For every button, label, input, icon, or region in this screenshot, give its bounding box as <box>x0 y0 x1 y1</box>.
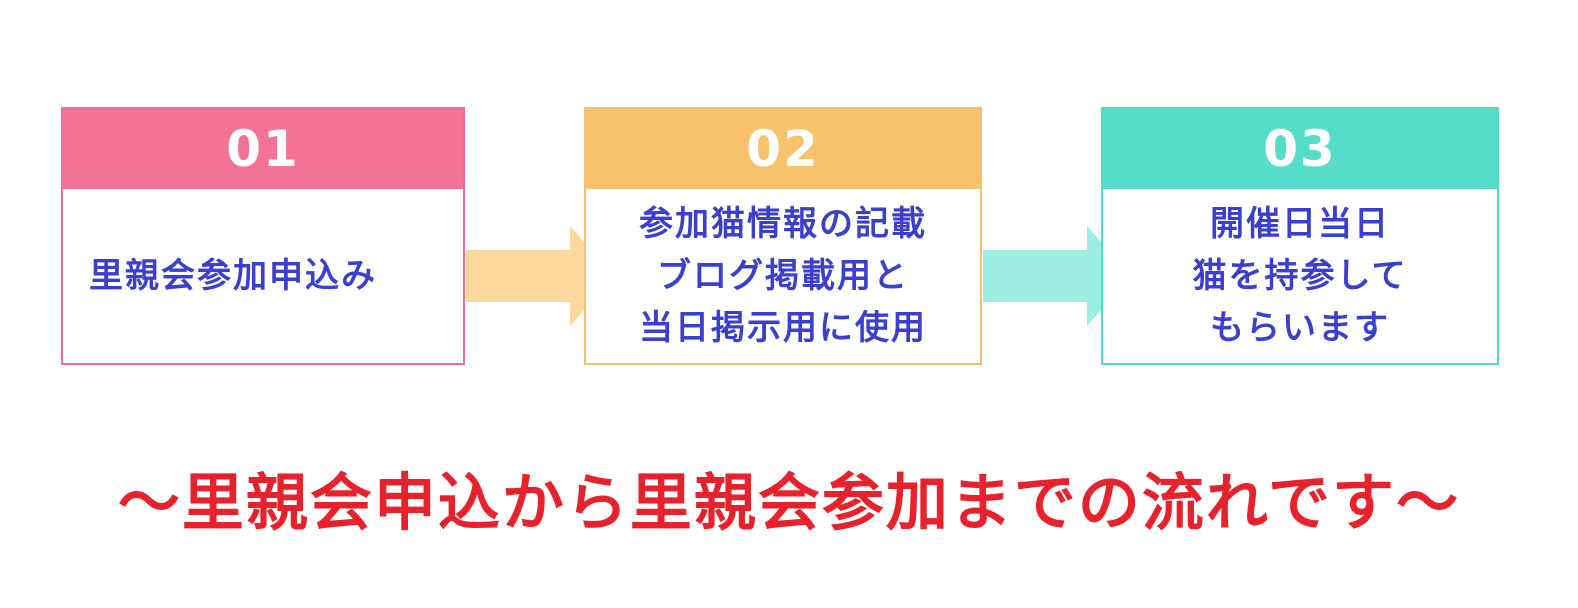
step-2-line-3: 当日掲示用に使用 <box>639 308 927 348</box>
flow-arrow-2 <box>983 226 1131 326</box>
step-3-line-2: 猫を持参して <box>1192 256 1408 296</box>
step-card-2: 02 参加猫情報の記載 ブログ掲載用と 当日掲示用に使用 <box>584 107 982 365</box>
step-2-line-1: 参加猫情報の記載 <box>639 204 927 244</box>
step-description-3: 開催日当日 猫を持参して もらいます <box>1103 189 1497 363</box>
step-2-line-2: ブログ掲載用と <box>657 256 909 296</box>
step-number-2: 02 <box>586 109 980 189</box>
step-number-1: 01 <box>63 109 463 189</box>
step-3-line-3: もらいます <box>1210 308 1390 348</box>
step-description-2: 参加猫情報の記載 ブログ掲載用と 当日掲示用に使用 <box>586 189 980 363</box>
step-card-1: 01 里親会参加申込み <box>61 107 465 365</box>
step-card-3: 03 開催日当日 猫を持参して もらいます <box>1101 107 1499 365</box>
flow-arrow-1 <box>466 226 614 326</box>
step-1-line-1: 里親会参加申込み <box>89 256 377 296</box>
step-description-1: 里親会参加申込み <box>63 189 463 363</box>
step-number-3: 03 <box>1103 109 1497 189</box>
flow-caption: ～里親会申込から里親会参加までの流れです～ <box>117 466 1461 539</box>
step-3-line-1: 開催日当日 <box>1210 204 1390 244</box>
